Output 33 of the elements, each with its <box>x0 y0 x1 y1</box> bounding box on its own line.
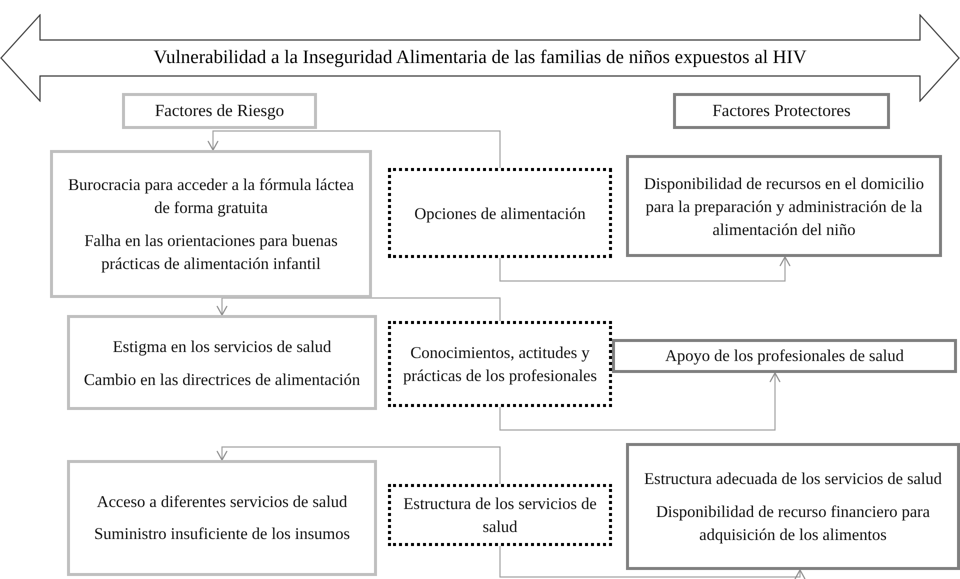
factor-text: Disponibilidad de recursos en el domicilio para la preparación y administración de la alimentación del niño <box>643 172 925 240</box>
factor-text: Suministro insuficiente de los insumos <box>94 523 350 545</box>
factor-text: Estructura de los servicios de salud <box>402 493 598 538</box>
risk-factor-box <box>50 150 372 298</box>
factor-text: Disponibilidad de recurso financiero para adquisición de los alimentos <box>655 501 931 546</box>
factor-text: Burocracia para acceder a la fórmula láctea de forma gratuita <box>67 174 355 219</box>
factor-text: Acceso a diferentes servicios de salud <box>96 491 348 513</box>
category-box <box>388 321 612 407</box>
banner-title: Vulnerabilidad a la Inseguridad Alimentaria de las familias de niños expuestos al HIV <box>152 46 808 70</box>
protective-factor-box <box>612 339 957 373</box>
factor-text: Cambio en las directrices de alimentación <box>84 368 360 390</box>
connector-arrow <box>216 297 501 321</box>
risk-factor-box <box>67 315 377 410</box>
risk-factor-box <box>67 460 377 576</box>
factor-text: Estructura adecuada de los servicios de salud <box>644 468 942 490</box>
connector-arrow <box>499 372 781 431</box>
category-box <box>388 168 612 258</box>
factor-text: Factores Protectores <box>712 100 851 122</box>
connector-arrow <box>499 256 791 282</box>
protective-factor-box <box>626 155 942 257</box>
category-box <box>388 484 612 546</box>
factor-text: Falha en las orientaciones para buenas prácticas de alimentación infantil <box>83 230 339 275</box>
heading-box <box>673 93 890 129</box>
connector-arrow <box>207 130 501 168</box>
factor-text: Conocimientos, actitudes y prácticas de los profesionales <box>402 342 598 387</box>
connector-arrow <box>499 546 806 579</box>
protective-factor-box <box>626 443 960 570</box>
heading-box <box>122 93 317 129</box>
factor-text: Estigma en los servicios de salud <box>112 336 332 358</box>
factor-text: Apoyo de los profesionales de salud <box>665 344 904 367</box>
connector-arrow <box>216 446 501 484</box>
factor-text: Opciones de alimentación <box>414 202 586 224</box>
factor-text: Factores de Riesgo <box>154 100 284 122</box>
